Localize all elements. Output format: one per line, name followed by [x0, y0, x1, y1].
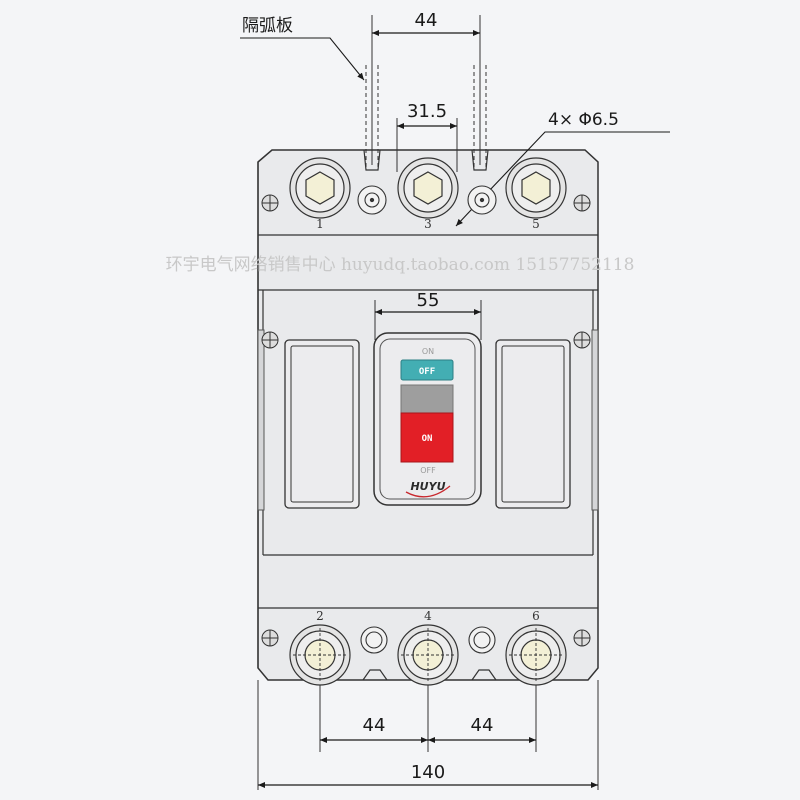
screw-icon — [573, 194, 591, 212]
terminal-label: 5 — [532, 217, 540, 231]
arc-barriers — [365, 65, 487, 170]
mount-hole-icon — [467, 185, 497, 215]
dimension-lines — [258, 30, 598, 788]
side-windows — [284, 339, 571, 509]
dim-bottom-right: 44 — [471, 715, 494, 736]
hole-icon — [360, 626, 388, 654]
on-button-label: ON — [422, 434, 433, 444]
terminal-icon — [289, 157, 351, 219]
top-mount-holes — [357, 185, 497, 215]
terminal-icon — [397, 157, 459, 219]
bottom-notches — [362, 669, 497, 681]
terminal-centerlines — [293, 628, 563, 682]
dim-bottom-left: 44 — [363, 715, 386, 736]
label-mount-holes: 4× Φ6.5 — [548, 110, 619, 130]
screw-icon — [261, 629, 279, 647]
label-arc-plate: 隔弧板 — [242, 16, 293, 36]
mounting-screws — [261, 194, 591, 647]
side-rails — [257, 329, 599, 511]
off-marker-text: OFF — [420, 466, 436, 475]
terminal-icon — [505, 157, 567, 219]
toggle-handle[interactable] — [400, 359, 454, 463]
on-marker-text: ON — [422, 347, 434, 356]
terminal-label: 6 — [532, 609, 540, 623]
extension-lines — [257, 15, 599, 790]
hole-icon — [468, 626, 496, 654]
dim-window-width: 55 — [417, 290, 440, 311]
screw-icon — [573, 331, 591, 349]
screw-icon — [261, 331, 279, 349]
dim-top-inner: 31.5 — [407, 101, 447, 122]
screw-icon — [573, 629, 591, 647]
dim-top-width: 44 — [415, 10, 438, 31]
brand-logo: HUYU — [410, 480, 445, 493]
handle-neutral[interactable] — [400, 384, 454, 414]
off-button-label: OFF — [419, 367, 435, 377]
screw-icon — [261, 194, 279, 212]
terminal-label: 3 — [424, 217, 432, 231]
off-button[interactable] — [400, 359, 454, 381]
dim-overall: 140 — [411, 762, 445, 783]
terminal-label: 4 — [424, 609, 432, 623]
brand-swoosh — [405, 485, 451, 498]
terminal-label: 2 — [316, 609, 324, 623]
on-button[interactable] — [400, 412, 454, 463]
top-terminals — [289, 157, 567, 219]
watermark: 环宇电气网络销售中心 huyudq.taobao.com 15157752118 — [165, 255, 635, 275]
terminal-label: 1 — [316, 217, 324, 231]
mount-hole-icon — [357, 185, 387, 215]
bottom-holes — [360, 626, 496, 654]
